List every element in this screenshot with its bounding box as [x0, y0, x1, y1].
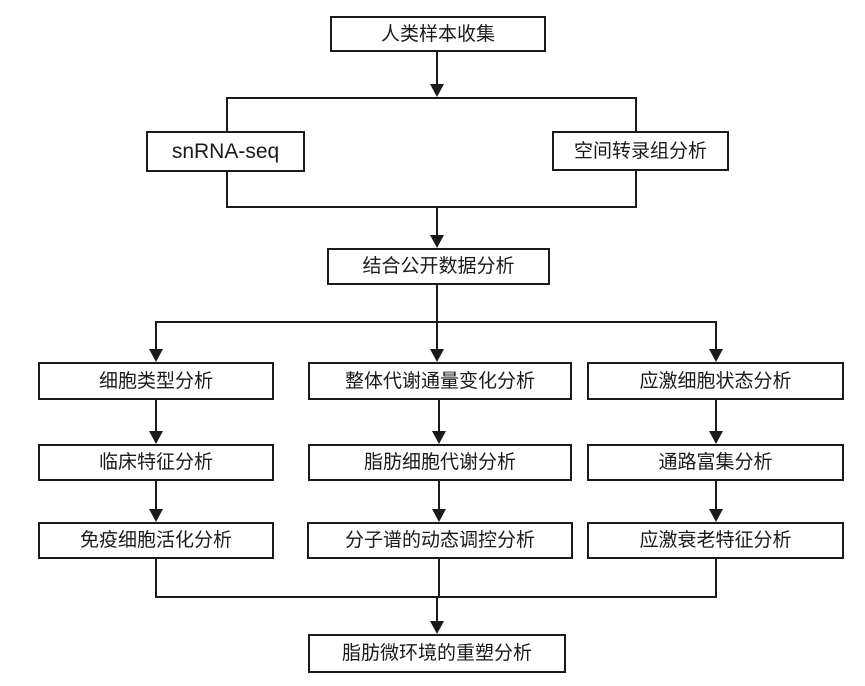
- connector-publicdata-down: [436, 285, 438, 351]
- node-public-data-analysis: 结合公开数据分析: [327, 248, 550, 285]
- arrow-down-icon: [430, 84, 444, 97]
- node-human-sample-collection: 人类样本收集: [330, 16, 546, 52]
- arrow-down-icon: [709, 431, 723, 444]
- node-molecular-dynamics-analysis: 分子谱的动态调控分析: [307, 522, 573, 559]
- node-metabolic-flux-analysis: 整体代谢通量变化分析: [308, 362, 572, 400]
- node-clinical-features-analysis: 临床特征分析: [38, 444, 274, 481]
- node-cell-type-analysis: 细胞类型分析: [38, 362, 274, 400]
- connector-frame-to-publicdata: [436, 208, 438, 238]
- connector-col1-row2-row3: [155, 481, 157, 511]
- arrow-down-icon: [430, 235, 444, 248]
- node-stress-senescence-analysis: 应激衰老特征分析: [587, 522, 844, 559]
- node-pathway-enrichment-analysis: 通路富集分析: [587, 444, 844, 481]
- connector-col3-row2-row3: [715, 481, 717, 511]
- arrow-down-icon: [709, 509, 723, 522]
- arrow-down-icon: [149, 509, 163, 522]
- node-stress-cell-state-analysis: 应激细胞状态分析: [587, 362, 844, 400]
- connector-split-right-drop: [715, 321, 717, 351]
- node-snrna-seq: snRNA-seq: [146, 131, 305, 172]
- connector-col1-merge-drop: [155, 559, 157, 598]
- node-microenvironment-remodeling-analysis: 脂肪微环境的重塑分析: [308, 634, 566, 673]
- arrow-down-icon: [149, 431, 163, 444]
- connector-split-left-drop: [155, 321, 157, 351]
- arrow-down-icon: [430, 349, 444, 362]
- connector-col3-merge-drop: [715, 559, 717, 598]
- connector-merge-to-remodeling: [436, 598, 438, 623]
- arrow-down-icon: [149, 349, 163, 362]
- connector-col3-row1-row2: [715, 400, 717, 433]
- node-adipocyte-metabolism-analysis: 脂肪细胞代谢分析: [308, 444, 572, 481]
- arrow-down-icon: [430, 621, 444, 634]
- connector-col1-row1-row2: [155, 400, 157, 433]
- arrow-down-icon: [432, 431, 446, 444]
- arrow-down-icon: [432, 509, 446, 522]
- connector-human-to-frame: [436, 51, 438, 86]
- connector-col2-row1-row2: [438, 400, 440, 433]
- arrow-down-icon: [709, 349, 723, 362]
- node-immune-activation-analysis: 免疫细胞活化分析: [38, 522, 274, 559]
- connector-split-horizontal: [155, 321, 717, 323]
- connector-merge-horizontal: [155, 596, 717, 598]
- connector-col2-row2-row3: [438, 481, 440, 511]
- node-spatial-transcriptomics: 空间转录组分析: [552, 131, 729, 171]
- connector-col2-merge-drop: [438, 559, 440, 598]
